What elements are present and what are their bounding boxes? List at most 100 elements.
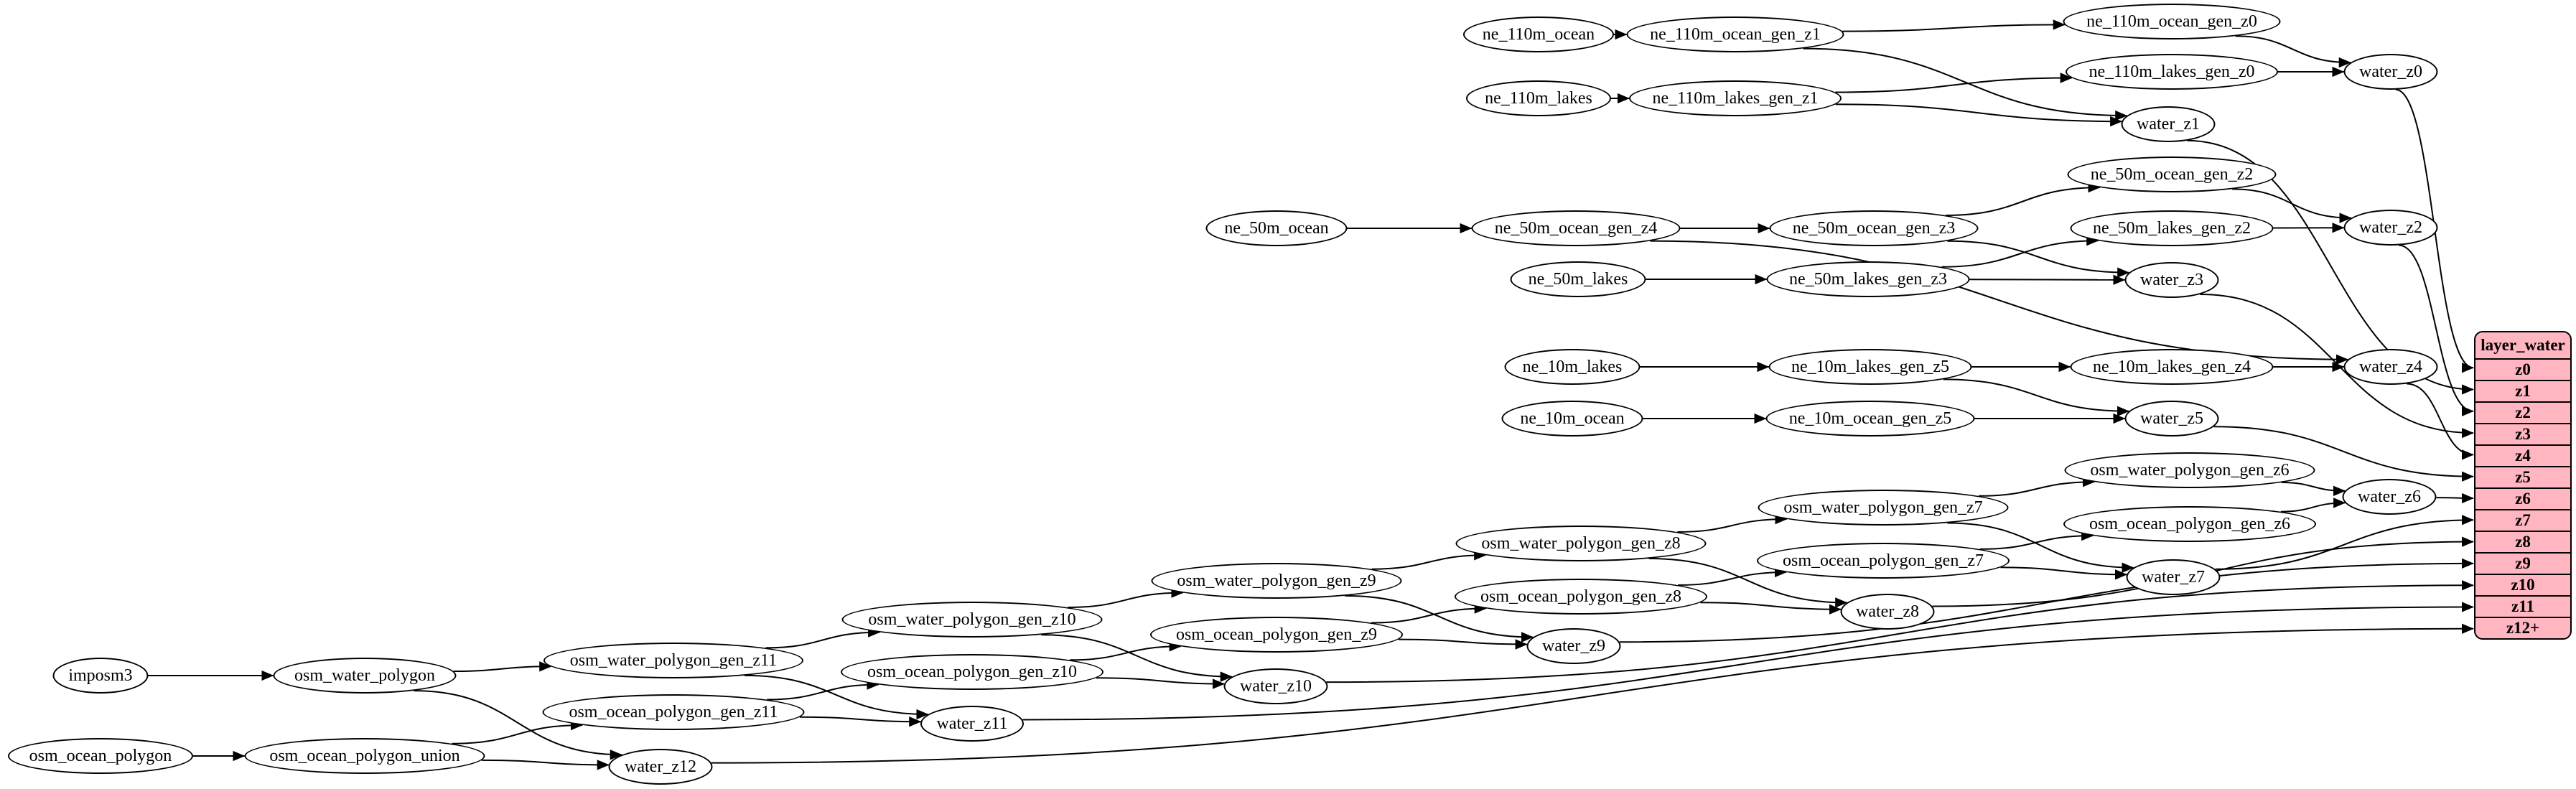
node-ne-110m-lakes-gen-z0: ne_110m_lakes_gen_z0 (2066, 54, 2278, 90)
edge-ne-110m-lakes-gen-z1-to-water-z1 (1835, 103, 2123, 127)
node-label: water_z0 (2359, 62, 2422, 81)
node-osm-water-polygon-gen-z7: osm_water_polygon_gen_z7 (1758, 490, 2009, 526)
node-label: ne_110m_ocean_gen_z0 (2086, 11, 2257, 31)
edge-osm-ocean-polygon-gen-z9-to-osm-ocean-polygon-gen-z8 (1371, 603, 1487, 624)
node-ne-10m-lakes-gen-z4: ne_10m_lakes_gen_z4 (2070, 349, 2274, 385)
edge-osm-ocean-polygon-gen-z8-to-osm-ocean-polygon-gen-z7 (1677, 566, 1787, 586)
node-label: water_z5 (2140, 408, 2203, 428)
node-water-z3: water_z3 (2124, 262, 2219, 298)
edge-water-z2-to-layer-water-z2 (2399, 244, 2474, 416)
node-ne-50m-lakes-gen-z2: ne_50m_lakes_gen_z2 (2070, 210, 2274, 246)
edge-ne-110m-ocean-gen-z0-to-water-z0 (2235, 35, 2351, 68)
node-label: osm_water_polygon_gen_z9 (1177, 571, 1376, 590)
edge-osm-ocean-polygon-gen-z6-to-water-z6 (2280, 498, 2346, 513)
node-label: ne_10m_ocean_gen_z5 (1788, 408, 1952, 428)
node-label: water_z12 (625, 757, 696, 776)
edge-osm-water-polygon-gen-z6-to-water-z6 (2281, 482, 2346, 496)
node-label: water_z11 (936, 714, 1008, 733)
node-osm-ocean-polygon-gen-z9: osm_ocean_polygon_gen_z9 (1150, 617, 1403, 653)
node-ne-50m-ocean-gen-z3: ne_50m_ocean_gen_z3 (1769, 210, 1979, 246)
node-water-z9: water_z9 (1526, 628, 1621, 664)
edge-osm-water-polygon-gen-z11-to-water-z11 (744, 674, 929, 720)
node-water-z2: water_z2 (2343, 210, 2438, 246)
node-label: ne_50m_ocean_gen_z2 (2090, 164, 2254, 184)
edge-osm-water-polygon-gen-z7-to-water-z7 (1947, 522, 2134, 573)
node-label: water_z7 (2142, 567, 2205, 587)
edge-osm-ocean-polygon-gen-z11-to-osm-ocean-polygon-gen-z10 (767, 679, 879, 701)
layer-water-row-z10: z10 (2475, 574, 2570, 595)
edge-osm-ocean-polygon-gen-z11-to-water-z11 (799, 716, 922, 727)
node-osm-ocean-polygon-gen-z8: osm_ocean_polygon_gen_z8 (1455, 579, 1707, 615)
edge-osm-ocean-polygon-gen-z7-to-water-z7 (2000, 566, 2128, 580)
node-label: ne_10m_ocean (1520, 408, 1625, 428)
node-label: osm_ocean_polygon_gen_z7 (1783, 551, 1984, 570)
node-osm-water-polygon-gen-z6: osm_water_polygon_gen_z6 (2064, 452, 2315, 488)
layer-water-row-z1: z1 (2475, 380, 2570, 401)
node-label: osm_ocean_polygon_gen_z11 (569, 702, 778, 722)
node-osm-ocean-polygon-union: osm_ocean_polygon_union (244, 738, 485, 774)
node-water-z0: water_z0 (2343, 54, 2438, 90)
edge-ne-110m-ocean-gen-z1-to-ne-110m-ocean-gen-z0 (1842, 19, 2066, 32)
node-ne-50m-lakes-gen-z3: ne_50m_lakes_gen_z3 (1766, 261, 1970, 297)
node-label: imposm3 (68, 666, 133, 685)
node-water-z12: water_z12 (608, 749, 713, 785)
node-label: ne_10m_lakes (1522, 357, 1623, 376)
layer-water-row-z3: z3 (2475, 423, 2570, 444)
edge-osm-ocean-polygon-gen-z7-to-osm-ocean-polygon-gen-z6 (1979, 530, 2094, 550)
node-label: water_z1 (2137, 114, 2200, 134)
layer-water-row-z11: z11 (2475, 595, 2570, 617)
layer-water-row-z9: z9 (2475, 552, 2570, 574)
node-ne-110m-ocean: ne_110m_ocean (1463, 17, 1614, 52)
layer-water-row-z12-plus: z12+ (2475, 617, 2570, 638)
node-label: ne_50m_ocean (1224, 218, 1329, 238)
node-ne-110m-ocean-gen-z1: ne_110m_ocean_gen_z1 (1626, 17, 1844, 52)
edge-ne-110m-lakes-gen-z1-to-ne-110m-lakes-gen-z0 (1835, 73, 2073, 93)
node-label: water_z10 (1240, 676, 1312, 696)
edge-osm-ocean-polygon-union-to-water-z12 (481, 759, 610, 770)
node-water-z7: water_z7 (2126, 559, 2221, 595)
layer-water-row-z4: z4 (2475, 444, 2570, 466)
edge-osm-ocean-polygon-gen-z10-to-water-z10 (1096, 677, 1226, 689)
node-label: ne_10m_lakes_gen_z5 (1791, 357, 1949, 376)
edge-osm-water-polygon-gen-z10-to-osm-water-polygon-gen-z9 (1068, 587, 1184, 608)
node-ne-110m-lakes: ne_110m_lakes (1466, 80, 1611, 116)
edge-ne-110m-ocean-gen-z1-to-water-z1 (1803, 47, 2128, 121)
node-label: ne_110m_ocean_gen_z1 (1650, 24, 1821, 44)
layer-water-row-z8: z8 (2475, 531, 2570, 552)
node-water-z1: water_z1 (2121, 106, 2216, 142)
edge-ne-50m-lakes-gen-z3-to-water-z3 (1969, 274, 2126, 285)
edge-osm-water-polygon-gen-z10-to-water-z10 (1041, 634, 1233, 682)
layer-water-row-z2: z2 (2475, 401, 2570, 423)
node-water-z5: water_z5 (2124, 401, 2219, 436)
edge-ne-10m-lakes-gen-z5-to-water-z5 (1943, 378, 2130, 416)
layer-water-row-z0: z0 (2475, 358, 2570, 380)
layer-water-row-z6: z6 (2475, 487, 2570, 509)
node-label: osm_ocean_polygon_gen_z10 (867, 662, 1077, 681)
node-ne-110m-ocean-gen-z0: ne_110m_ocean_gen_z0 (2063, 4, 2281, 39)
node-osm-water-polygon-gen-z9: osm_water_polygon_gen_z9 (1151, 563, 1402, 599)
edge-water-z11-to-layer-water-z11 (1022, 602, 2474, 721)
edge-osm-water-polygon-to-water-z12 (414, 690, 622, 760)
node-ne-50m-ocean-gen-z2: ne_50m_ocean_gen_z2 (2067, 157, 2277, 192)
node-osm-water-polygon-gen-z10: osm_water_polygon_gen_z10 (841, 602, 1103, 638)
edge-water-z5-to-layer-water-z5 (2213, 426, 2474, 482)
node-label: ne_50m_ocean_gen_z4 (1494, 218, 1658, 238)
node-label: water_z6 (2358, 487, 2421, 506)
node-label: ne_110m_ocean (1482, 24, 1595, 44)
node-label: ne_50m_lakes_gen_z3 (1789, 269, 1947, 289)
node-label: water_z8 (1856, 602, 1919, 621)
node-label: ne_50m_ocean_gen_z3 (1792, 218, 1956, 238)
node-water-z6: water_z6 (2342, 479, 2437, 515)
node-label: water_z9 (1542, 636, 1605, 655)
node-osm-ocean-polygon-gen-z7: osm_ocean_polygon_gen_z7 (1757, 543, 2010, 579)
node-label: ne_110m_lakes (1485, 88, 1592, 108)
edge-water-z4-to-layer-water-z4 (2407, 383, 2474, 460)
layer-water-row-z7: z7 (2475, 509, 2570, 531)
node-ne-10m-ocean-gen-z5: ne_10m_ocean_gen_z5 (1765, 401, 1975, 436)
node-label: osm_ocean_polygon_gen_z6 (2089, 514, 2290, 533)
edge-ne-50m-ocean-gen-z3-to-water-z3 (1947, 240, 2130, 278)
node-label: osm_ocean_polygon_gen_z9 (1176, 625, 1377, 644)
